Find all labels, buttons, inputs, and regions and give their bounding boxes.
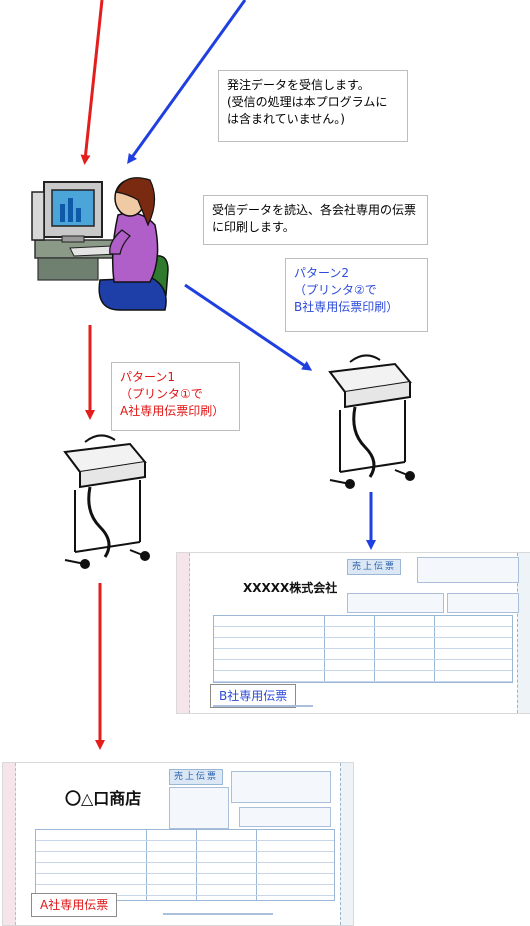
slip-company-name: 〇△口商店 — [65, 789, 142, 808]
slip-footer — [213, 705, 313, 707]
dot-matrix-printer-icon — [328, 354, 415, 489]
slip-header-box — [417, 557, 519, 583]
slip-company-name: XXXXX株式会社 — [243, 581, 338, 595]
slip-info-box — [447, 593, 519, 613]
slip-perforation-left — [3, 763, 16, 925]
slip-header: 売上伝票 — [347, 559, 401, 575]
slip-info-box — [239, 807, 331, 827]
dot-matrix-printer-icon — [63, 434, 150, 569]
slip-type-tag: A社専用伝票 — [31, 893, 118, 917]
note-print: 受信データを読込、各会社専用の伝票に印刷します。 — [203, 195, 428, 245]
slip-header-box — [231, 771, 331, 803]
slip-info-box — [169, 787, 229, 829]
slip-type-tag: B社専用伝票 — [210, 684, 297, 708]
red-arrow-incoming — [80, 0, 104, 165]
slip-perforation-right — [340, 763, 353, 925]
note-pattern2: パターン2 （プリンタ②で B社専用伝票印刷） — [285, 258, 428, 332]
slip-footer — [163, 913, 273, 915]
blue-arrow-to-printer-b — [184, 283, 313, 371]
slip-info-box — [347, 593, 444, 613]
blue-arrow-incoming — [127, 0, 247, 165]
note-receive: 発注データを受信します。 (受信の処理は本プログラムには含まれていません。) — [218, 70, 408, 142]
note-pattern1: パターン1 （プリンタ①で A社専用伝票印刷） — [111, 362, 240, 431]
person-at-computer-icon — [31, 177, 169, 311]
slip-a: 売上伝票 〇△口商店 A社専用伝票 — [2, 762, 354, 926]
slip-item-grid — [213, 615, 513, 683]
slip-b: 売上伝票 XXXXX株式会社 B社専用伝票 — [176, 552, 530, 714]
slip-perforation-right — [517, 553, 530, 713]
slip-header: 売上伝票 — [169, 769, 223, 785]
slip-perforation-left — [177, 553, 190, 713]
slip-item-grid — [35, 829, 335, 901]
